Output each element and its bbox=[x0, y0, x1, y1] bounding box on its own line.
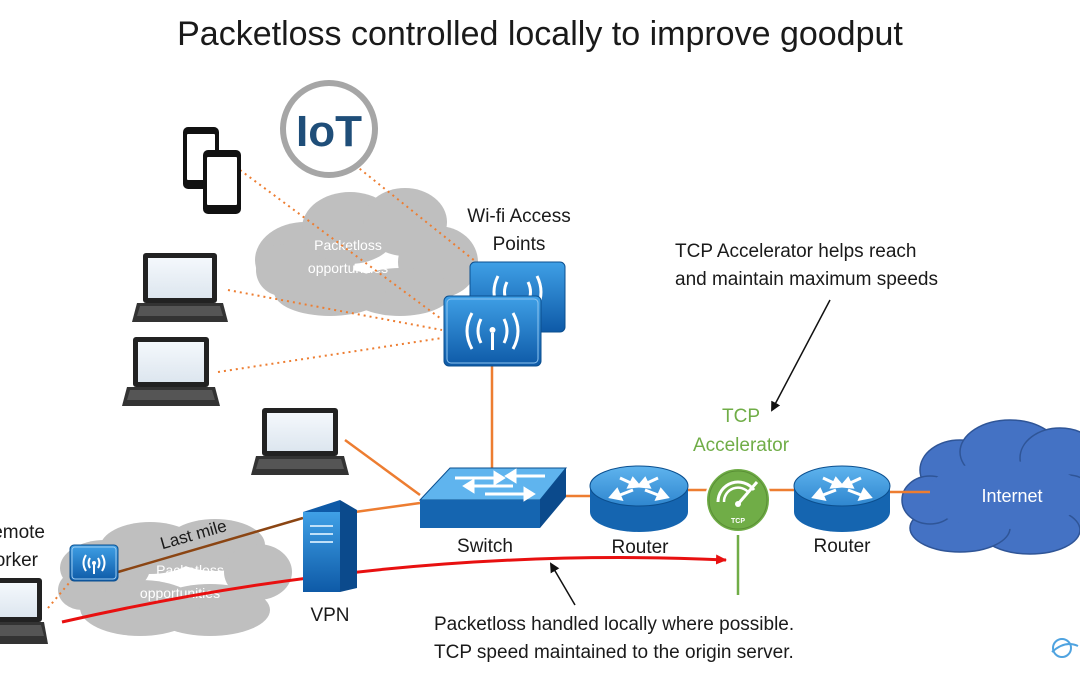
iot-label: IoT bbox=[296, 107, 362, 156]
router-icon-2 bbox=[793, 465, 891, 532]
remote-worker-label-1: Remote bbox=[0, 522, 45, 543]
last-mile-link bbox=[117, 516, 304, 574]
link-laptop-switch bbox=[344, 438, 421, 497]
tcp-path-arrow bbox=[61, 554, 727, 624]
wifi-label-2: Points bbox=[493, 234, 546, 255]
laptop-icon-3 bbox=[251, 408, 349, 475]
home-access-point-icon bbox=[69, 544, 119, 582]
wireless-link-laptop-1 bbox=[227, 289, 443, 331]
tcp-accelerator-icon: TCP bbox=[705, 467, 771, 533]
accelerator-callout-1: TCP Accelerator helps reach bbox=[675, 241, 917, 262]
router-1-label: Router bbox=[611, 537, 669, 558]
accelerator-label-1: TCP bbox=[722, 406, 760, 427]
company-logo bbox=[1051, 638, 1079, 658]
diagram-title: Packetloss controlled locally to improve… bbox=[177, 15, 903, 53]
links bbox=[47, 164, 930, 609]
router-2-label: Router bbox=[813, 536, 871, 557]
iot-icon: IoT bbox=[280, 80, 378, 178]
wifi-access-point-icon bbox=[443, 261, 566, 367]
cloud-packetloss-top: Packetloss opportunities bbox=[255, 188, 478, 316]
switch-label: Switch bbox=[457, 536, 513, 557]
vpn-label: VPN bbox=[310, 605, 349, 626]
link-vpn-switch bbox=[354, 501, 421, 514]
wireless-link-remote bbox=[47, 569, 81, 609]
vpn-server-icon bbox=[303, 500, 357, 592]
laptop-icon-remote bbox=[0, 578, 48, 644]
cloud-top-label-1: Packetloss bbox=[314, 237, 382, 253]
switch-icon bbox=[418, 467, 568, 528]
accelerator-icon-text: TCP bbox=[731, 518, 745, 525]
cloud-internet: Internet bbox=[901, 419, 1080, 555]
cloud-top-label-2: opportunities bbox=[308, 260, 388, 276]
accelerator-callout-2: and maintain maximum speeds bbox=[675, 269, 938, 290]
router-icon-1 bbox=[589, 465, 689, 532]
laptop-icon-2 bbox=[122, 337, 220, 406]
cloud-bottom-label-1: Packetloss bbox=[156, 562, 224, 578]
wireless-link-laptop-2 bbox=[217, 337, 443, 373]
local-callout-1: Packetloss handled locally where possibl… bbox=[434, 614, 794, 635]
laptop-icon-1 bbox=[132, 253, 228, 322]
remote-worker-label-2: Worker bbox=[0, 550, 39, 571]
phone-icon-front bbox=[203, 150, 241, 214]
accelerator-callout-arrow bbox=[771, 299, 831, 412]
accelerator-label-2: Accelerator bbox=[693, 435, 790, 456]
local-callout-arrow bbox=[549, 562, 576, 606]
cloud-bottom-label-2: opportunities bbox=[140, 585, 220, 601]
wireless-link-iot bbox=[354, 164, 481, 266]
internet-label: Internet bbox=[981, 486, 1042, 506]
wifi-label-1: Wi-fi Access bbox=[467, 206, 570, 227]
local-callout-2: TCP speed maintained to the origin serve… bbox=[434, 642, 794, 663]
